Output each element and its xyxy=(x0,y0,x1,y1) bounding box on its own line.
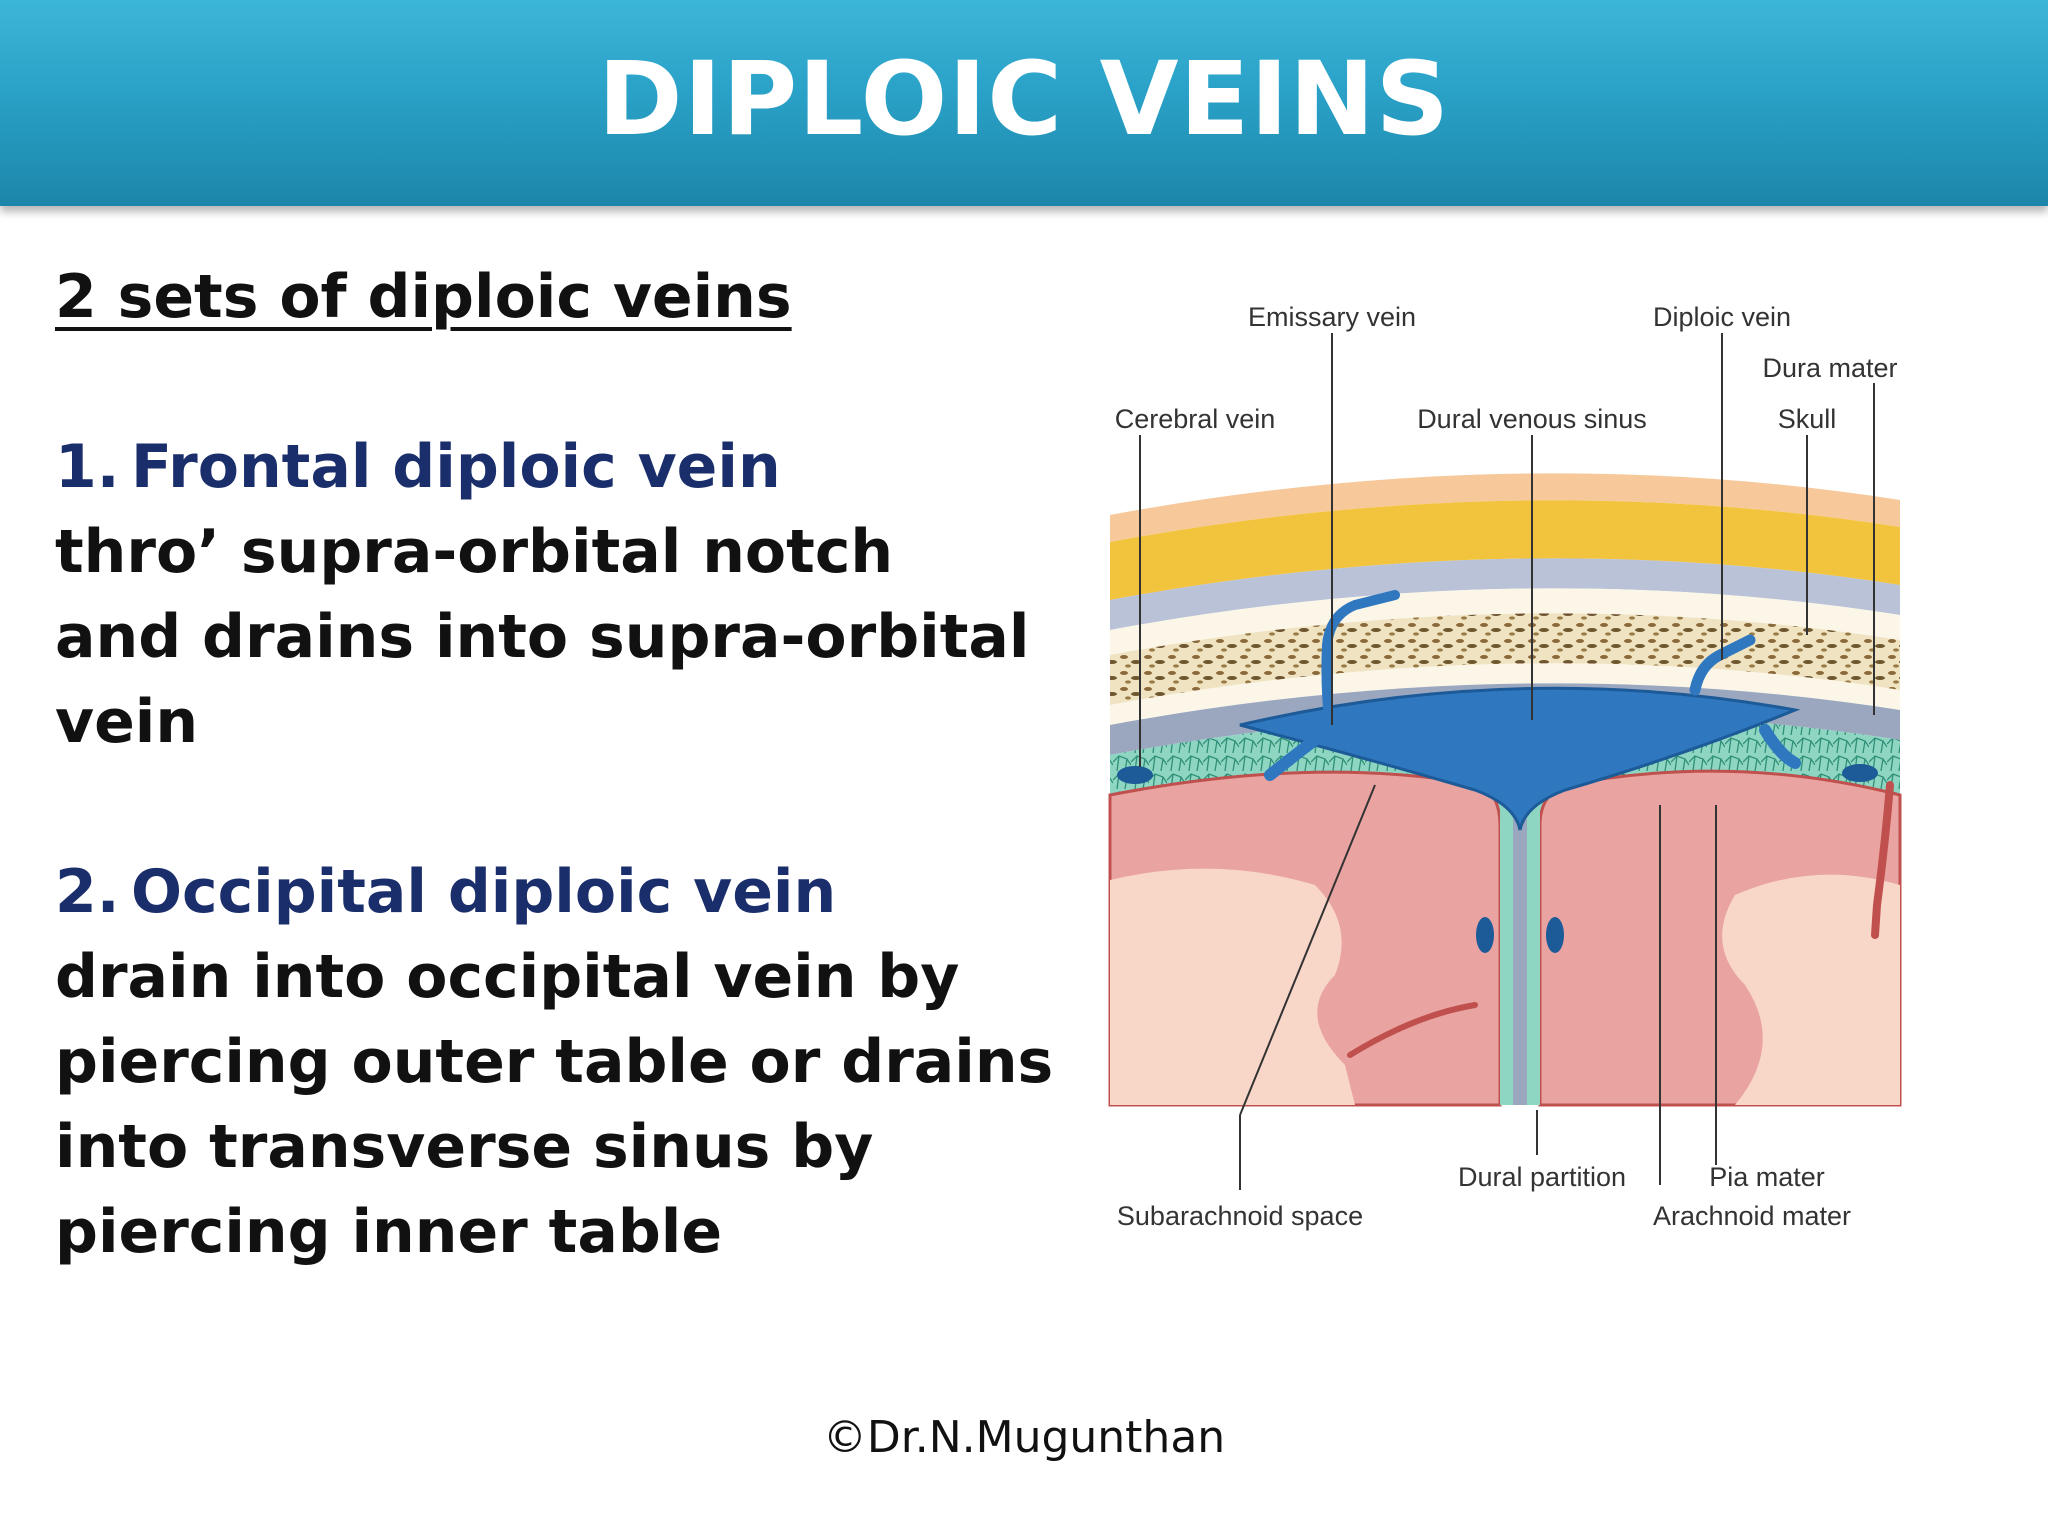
aponeurosis-layer xyxy=(1110,558,1900,630)
item-2-name: Occipital diploic vein xyxy=(131,857,837,927)
label-skull: Skull xyxy=(1778,404,1837,434)
cortical-artery xyxy=(1871,781,1894,939)
label-emissary-vein: Emissary vein xyxy=(1248,302,1416,332)
vein-section-left xyxy=(1117,766,1153,784)
title-banner: DIPLOIC VEINS xyxy=(0,0,2048,206)
item-2-title: 2.Occipital diploic vein xyxy=(55,850,1055,935)
item-1-line: vein xyxy=(55,687,199,757)
item-1-line: thro’ supra-orbital notch xyxy=(55,517,894,587)
label-dural-venous-sinus: Dural venous sinus xyxy=(1417,404,1647,434)
label-diploic-vein: Diploic vein xyxy=(1653,302,1791,332)
dural-partition xyxy=(1513,765,1527,1105)
item-2-line: piercing outer table or drains xyxy=(55,1027,1054,1097)
sulcal-vessel xyxy=(1347,1002,1478,1058)
label-dura-mater: Dura mater xyxy=(1762,353,1897,383)
white-matter-right xyxy=(1722,874,1900,1105)
item-2-line: drain into occipital vein by xyxy=(55,942,960,1012)
outer-table xyxy=(1110,588,1900,655)
copyright-footer: ©Dr.N.Mugunthan xyxy=(822,1412,1226,1463)
label-arachnoid-mater: Arachnoid mater xyxy=(1653,1201,1851,1231)
item-2-line: piercing inner table xyxy=(55,1197,723,1267)
cerebral-vein-right xyxy=(1759,724,1801,769)
label-dural-partition: Dural partition xyxy=(1458,1162,1626,1192)
vein-section-falx-right xyxy=(1546,917,1564,953)
vein-section-right xyxy=(1842,764,1878,782)
item-2-number: 2. xyxy=(55,857,120,927)
vein-section-falx-left xyxy=(1476,917,1494,953)
label-cerebral-vein: Cerebral vein xyxy=(1115,404,1276,434)
item-1-number: 1. xyxy=(55,432,120,502)
label-pia-mater: Pia mater xyxy=(1709,1162,1825,1192)
anatomy-diagram: Emissary vein Diploic vein Dura mater Ce… xyxy=(1095,285,1935,1260)
diploic-vein xyxy=(1689,634,1756,696)
fat-layer xyxy=(1110,500,1900,600)
item-1-line: and drains into supra-orbital xyxy=(55,602,1030,672)
dural-venous-sinus xyxy=(1239,686,1801,831)
label-subarachnoid-space: Subarachnoid space xyxy=(1117,1201,1363,1231)
item-1-name: Frontal diploic vein xyxy=(131,432,781,502)
text-column: 2 sets of diploic veins 1.Frontal diploi… xyxy=(55,255,1055,1275)
diploe xyxy=(1110,613,1900,705)
skin-layer xyxy=(1110,473,1900,542)
leader-lines xyxy=(1139,333,1875,1190)
section-heading: 2 sets of diploic veins xyxy=(55,262,792,332)
meninges-illustration: Emissary vein Diploic vein Dura mater Ce… xyxy=(1108,302,1902,1231)
cerebral-vein-left xyxy=(1264,734,1321,781)
item-2-line: into transverse sinus by xyxy=(55,1112,874,1182)
white-matter-left xyxy=(1110,868,1355,1105)
item-1-title: 1.Frontal diploic vein xyxy=(55,425,1055,510)
emissary-vein xyxy=(1321,590,1400,735)
slide-title: DIPLOIC VEINS xyxy=(597,40,1451,159)
